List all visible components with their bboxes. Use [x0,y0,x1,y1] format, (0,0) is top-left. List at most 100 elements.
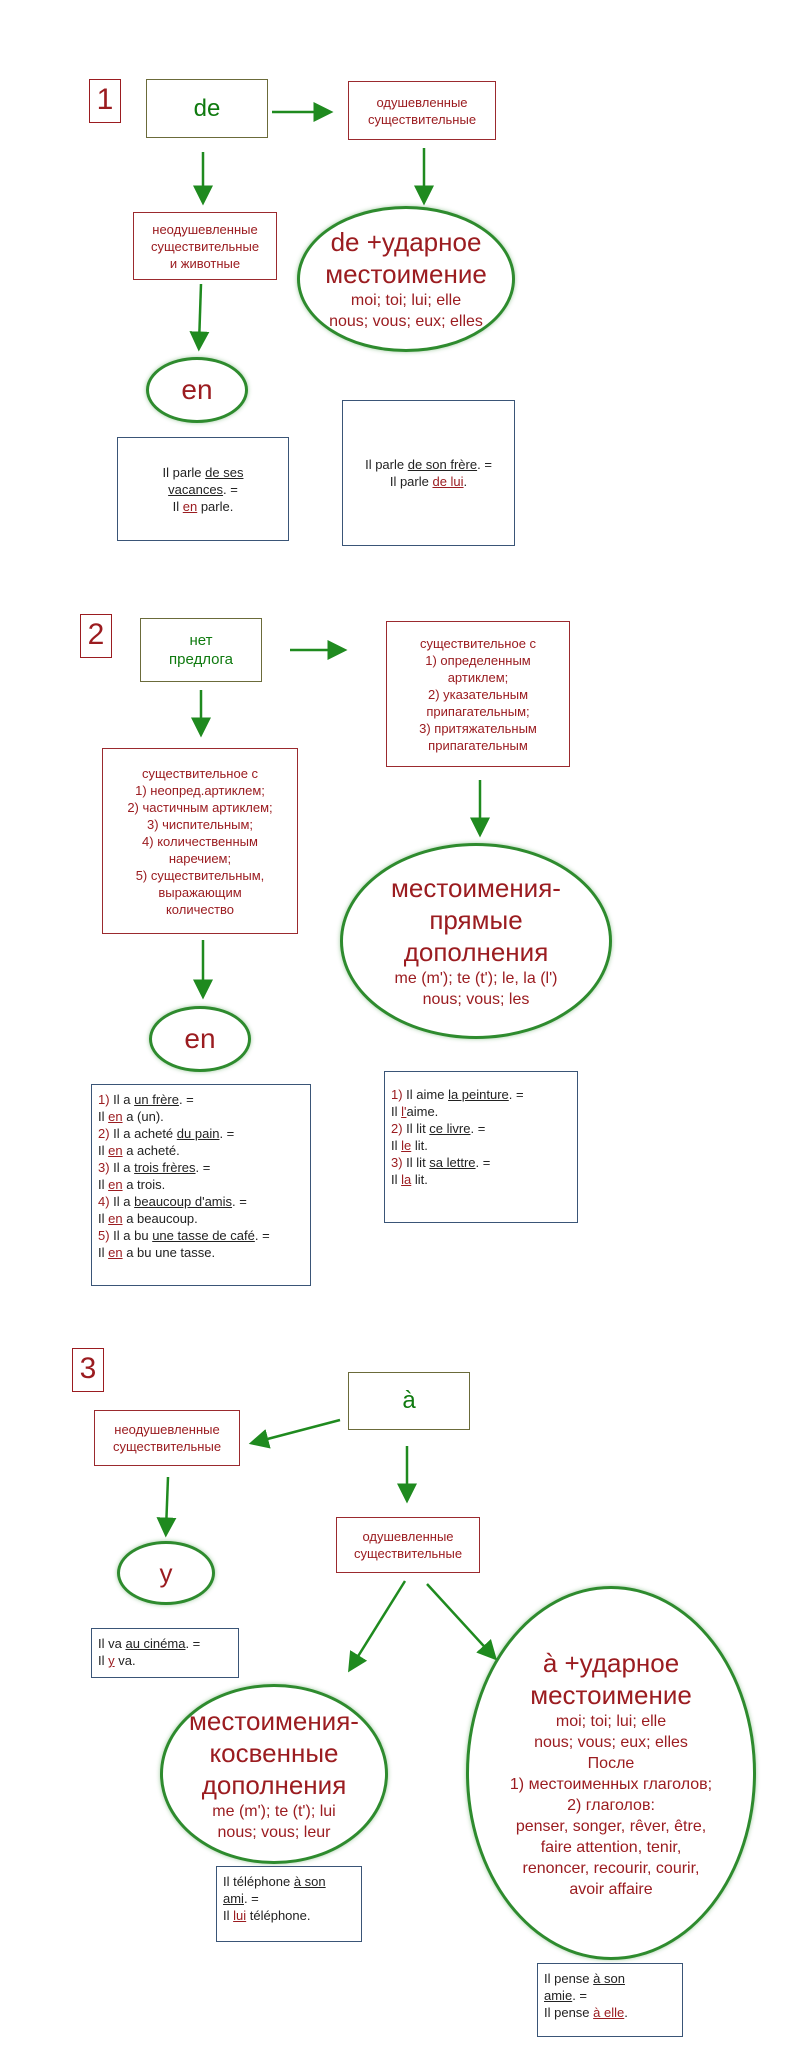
ex-direct-text: Il lit [402,1121,430,1136]
ex-en2-pronoun: en [108,1143,123,1158]
inanimate-line-3: и животные [169,255,241,271]
animate3-line-2: существительные [353,1546,463,1561]
ex-en2-line: 1) Il a un frère. = [98,1091,304,1108]
ex-lui1-underlined: de son frère [407,457,478,472]
section-2-number: 2 [80,614,112,658]
ex-direct-text: Il aime [402,1087,449,1102]
ex-en2-number: 3) [98,1160,110,1175]
ex-elle-text: Il pense [544,1971,594,1986]
ex-elle-underlined-2: amie [544,1988,573,2003]
ex-direct-underlined: ce livre [429,1121,471,1136]
indef-line-5: 4) количественным [142,833,258,849]
de-stressed-title-2: местоимение [325,259,487,289]
ex-en2-pronoun: en [108,1211,123,1226]
ex-elle-il: Il pense [544,2005,594,2020]
indef-line-6: наречием; [168,850,232,866]
en-label-2: en [184,1023,216,1054]
ex-en2-line: Il en a (un). [98,1108,304,1125]
definite-article-box: существительное с 1) определенным артикл… [386,621,570,767]
example-elle-box: Il pense à son amie. = Il pense à elle. [537,1963,683,2037]
ex-en1-underlined-2: vacances [168,481,224,497]
indef-line-7: 5) существительным, [135,867,265,883]
ex-direct-eq: . = [470,1121,486,1136]
defart-line-1: существительное с [419,635,537,651]
ex-en2-number: 2) [98,1126,110,1141]
inanimate3-line-1: неодушевленные [114,1422,220,1437]
y-label: y [159,1558,173,1588]
example-en-box-1: Il parle de ses vacances. = Il en parle. [117,437,289,541]
inanimate-box-3: неодушевленные существительные [94,1410,240,1466]
ex-en1-pronoun: en [182,498,198,514]
defart-line-7: припагательным [428,737,528,753]
ex-en2-eq: . = [178,1092,194,1107]
ex-lui3-underlined: à son [293,1874,326,1889]
ex-direct-underlined: la peinture [448,1087,509,1102]
ex-direct-line: 1) Il aime la peinture. = [391,1086,571,1103]
ex-en2-line: 4) Il a beaucoup d'amis. = [98,1193,304,1210]
ex-en2-line: 2) Il a acheté du pain. = [98,1125,304,1142]
arrow-3-left [248,1418,341,1449]
no-preposition-box: нет предлога [140,618,262,682]
direct-title-3: дополнения [403,937,549,967]
ex-direct-eq: . = [508,1087,524,1102]
ex-en2-underlined: du pain [176,1126,220,1141]
ex-y-underlined: au cinéma [125,1636,186,1651]
ex-en2-text: Il a [109,1092,135,1107]
a-stressed-line-2: nous; vous; eux; elles [534,1733,688,1751]
ex-direct-line: Il la lit. [391,1171,571,1188]
en-ellipse-2: en [149,1006,251,1072]
inanimate3-line-2: существительные [112,1439,222,1454]
noprep-line-1: нет [189,632,213,649]
ex-en2-end: a trois. [122,1177,166,1192]
inanimate-line-2: существительные [150,238,260,254]
ex-en2-underlined: trois frères [134,1160,196,1175]
ex-direct-underlined: sa lettre [429,1155,476,1170]
ex-en2-il: Il [98,1109,109,1124]
direct-title-1: местоимения- [391,873,561,903]
ex-en2-line: 3) Il a trois frères. = [98,1159,304,1176]
de-stressed-title-1: de +ударное [330,227,482,257]
ex-en2-eq: . = [254,1228,270,1243]
ex-direct-number: 3) [391,1155,403,1170]
section-1-number: 1 [89,79,121,123]
example-lui-box-1: Il parle de son frère. = Il parle de lui… [342,400,515,546]
indef-line-3: 2) частичным артиклем; [127,799,273,815]
indirect-title-1: местоимения- [189,1706,359,1736]
ex-en2-pronoun: en [108,1245,123,1260]
ex-en2-eq: . = [232,1194,247,1209]
ex-en1-il: Il [172,498,183,514]
ex-lui1-il: Il parle [389,474,433,489]
animate-box-3: одушевленные существительные [336,1517,480,1573]
ex-direct-end: lit. [411,1172,428,1187]
ex-en2-il: Il [98,1211,109,1226]
a-stressed-title-2: местоимение [530,1679,692,1710]
a-stressed-line-8: renoncer, recourir, courir, [522,1859,700,1877]
defart-line-6: 3) притяжательным [419,720,537,736]
ex-direct-text: Il lit [402,1155,430,1170]
ex-direct-il: Il [391,1138,402,1153]
de-stressed-pronouns-1: moi; toi; lui; elle [350,292,462,309]
a-stressed-pronoun-ellipse: à +ударное местоимение moi; toi; lui; el… [466,1586,756,1960]
ex-en2-number: 4) [98,1194,110,1209]
ex-direct-il: Il [391,1104,402,1119]
ex-lui3-pronoun: lui [233,1908,247,1923]
defart-line-5: припагательным; [426,703,530,719]
ex-lui1-pronoun: de lui [432,474,464,489]
ex-direct-line: Il le lit. [391,1137,571,1154]
animate-box: одушевленные существительные [348,81,496,140]
a-stressed-line-7: faire attention, tenir, [540,1838,682,1856]
a-label: à [402,1387,416,1414]
ex-en2-text: Il a [109,1194,135,1209]
ex-lui3-underlined-2: ami [223,1891,244,1906]
arrow-3-to-y [156,1476,177,1538]
example-direct-box: 1) Il aime la peinture. =Il l'aime.2) Il… [384,1071,578,1223]
ex-lui1-text: Il parle [365,457,408,472]
animate-line-2: существительные [367,111,477,127]
ex-en2-line: 5) Il a bu une tasse de café. = [98,1227,304,1244]
noprep-line-2: предлога [169,651,233,668]
indef-line-4: 3) чиспительным; [146,816,254,832]
ex-y-text: Il va [98,1636,126,1651]
y-ellipse: y [117,1541,215,1605]
de-box: de [146,79,268,138]
